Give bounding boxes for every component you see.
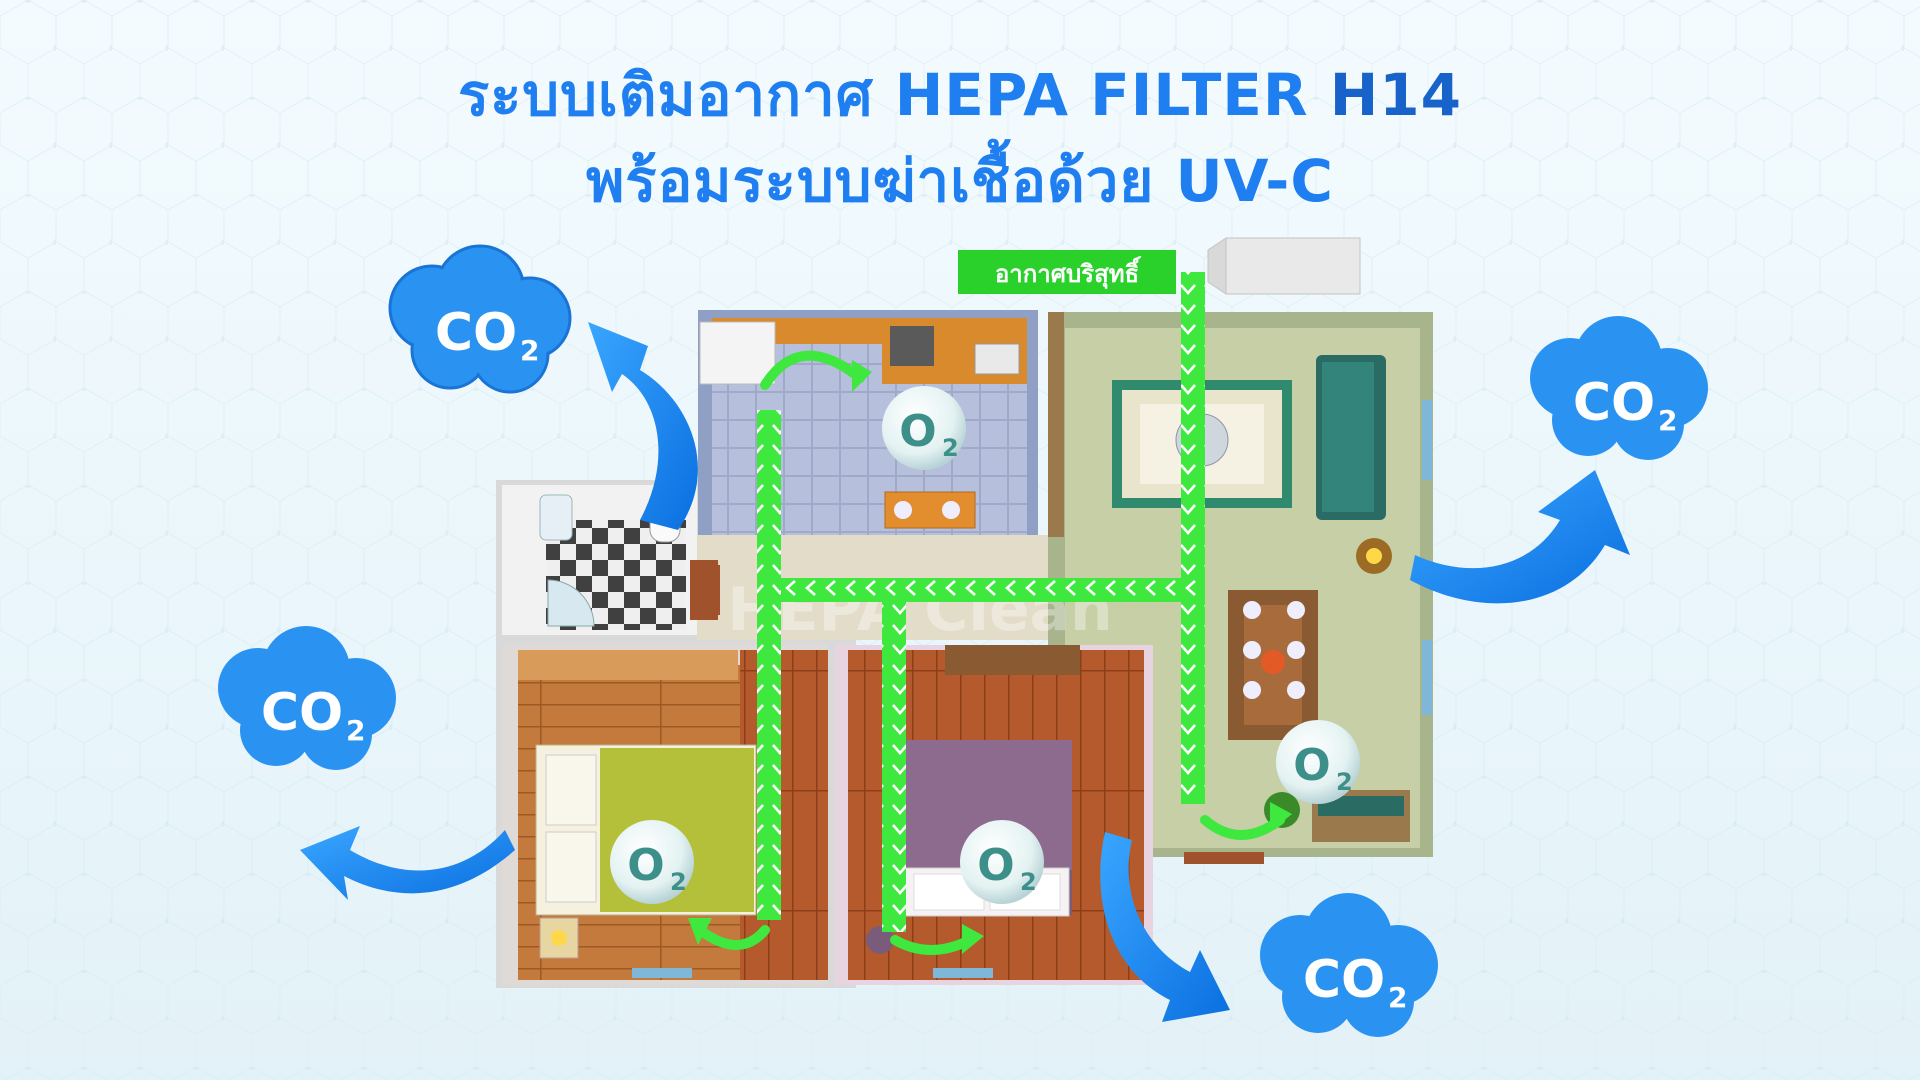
co2-cloud-bottom-right: CO 2 [1260,893,1438,1037]
oxygen-orb-bedroom-2: O 2 [960,820,1044,904]
oxygen-orb-living: O 2 [1276,720,1360,804]
exhaust-arrow-top-left [588,322,698,530]
oxygen-orb-kitchen: O 2 [882,386,966,470]
co2-cloud-top-left: CO 2 [388,244,572,394]
svg-text:CO: CO [435,303,517,363]
co2-cloud-right: CO 2 [1530,316,1708,460]
air-unit-box [1225,237,1361,295]
svg-text:CO: CO [261,683,343,743]
title-h14-text: H14 [1329,61,1463,129]
diagram-title-line-1: ระบบเติมอากาศ HEPA FILTER H14 [0,62,1920,128]
exhaust-arrow-bottom [1100,832,1230,1022]
svg-text:2: 2 [346,714,365,747]
svg-text:O: O [627,840,664,891]
svg-text:2: 2 [1388,981,1407,1014]
svg-text:2: 2 [942,434,959,462]
kitchen-room [698,310,1038,540]
diagram-title-line-2: พร้อมระบบฆ่าเชื้อด้วย UV-C [586,147,1334,215]
svg-text:CO: CO [1573,373,1655,433]
svg-text:2: 2 [1658,404,1677,437]
svg-text:2: 2 [520,334,539,367]
svg-text:CO: CO [1303,950,1385,1010]
fresh-air-label: อากาศบริสุทธิ์ [958,250,1176,294]
svg-text:O: O [977,840,1014,891]
fresh-air-duct [757,237,1361,932]
title-hepa-text: HEPA FILTER [894,61,1309,129]
oxygen-orb-bedroom-1: O 2 [610,820,694,904]
exhaust-arrow-right [1410,470,1630,604]
exhaust-arrows [300,322,1630,1022]
green-arrowheads [688,360,1292,954]
title-thai-text: ระบบเติมอากาศ [457,61,874,129]
svg-text:2: 2 [670,868,687,896]
svg-text:2: 2 [1020,868,1037,896]
fresh-air-text: อากาศบริสุทธิ์ [995,256,1142,290]
svg-text:2: 2 [1336,768,1353,796]
exhaust-arrow-left [300,826,515,900]
co2-cloud-left: CO 2 [218,626,396,770]
svg-text:O: O [1293,740,1330,791]
svg-text:O: O [899,406,936,457]
